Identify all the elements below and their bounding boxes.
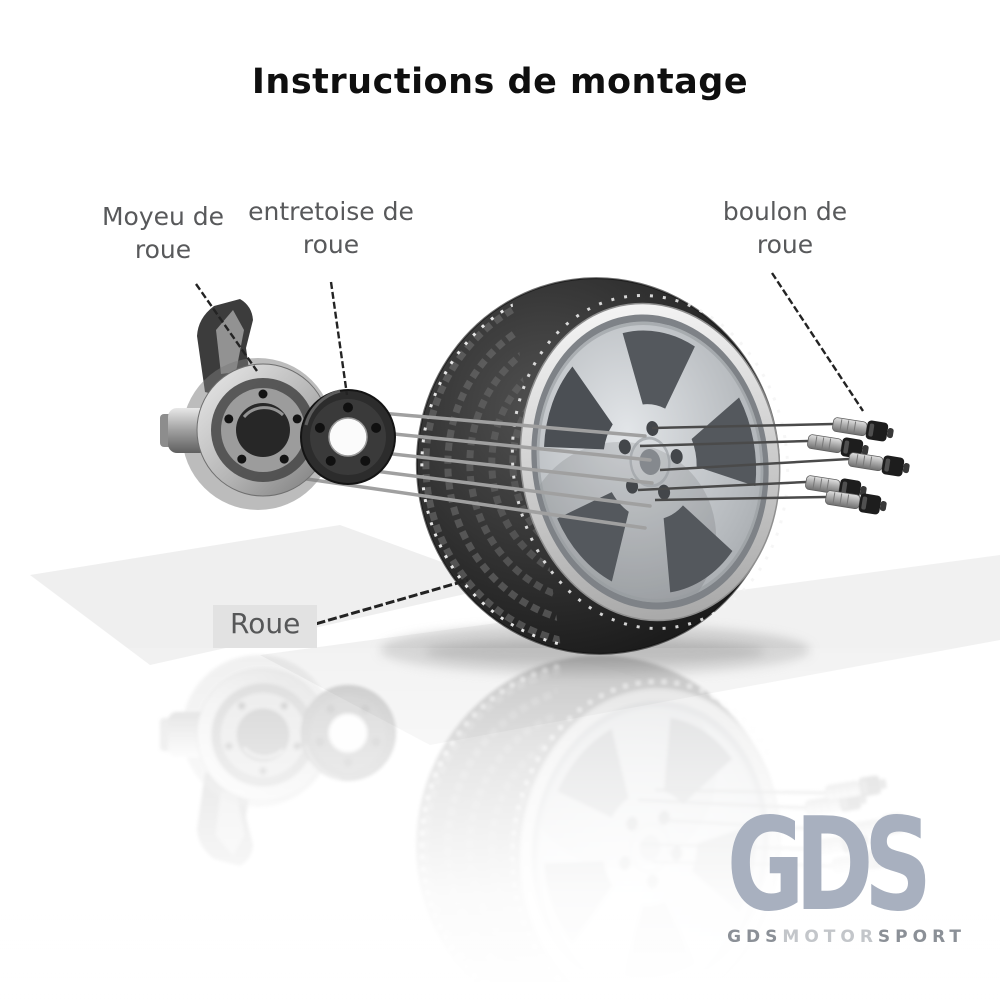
label-wheel-hub: Moyeu de roue <box>86 201 240 266</box>
leader-line-hub <box>195 283 258 372</box>
wheel-hub-illustration <box>158 297 336 512</box>
label-wheel-tag: Roue <box>213 605 318 648</box>
label-wheel-spacer-line1: entretoise de <box>248 197 414 226</box>
leader-line-bolt <box>770 272 865 412</box>
label-wheel-spacer-line2: roue <box>302 229 360 259</box>
wordmark-sport: SPORT <box>877 927 966 948</box>
leader-line-spacer <box>329 281 349 396</box>
wordmark-motor: MOTOR <box>782 927 878 948</box>
gds-logo-monogram: GDS <box>726 791 931 940</box>
label-wheel-spacer: entretoise de roue <box>242 196 420 261</box>
wordmark-gds: GDS <box>727 927 783 948</box>
gds-logo-wordmark: GDSMOTORSPORT <box>658 927 967 947</box>
label-wheel-bolt: boulon de roue <box>694 196 876 261</box>
leader-lines <box>195 272 865 629</box>
wheel-spacer-illustration <box>299 388 397 486</box>
reflection-fade <box>0 648 1000 1000</box>
page-title: Instructions de montage <box>251 62 749 102</box>
label-wheel-text: Roue <box>230 607 301 640</box>
label-wheel-bolt-line1: boulon de <box>722 197 848 226</box>
gds-logo: GDS GDSMOTORSPORT <box>658 791 967 947</box>
label-wheel-hub-line2: roue <box>134 234 192 264</box>
label-wheel-bolt-line2: roue <box>756 229 814 259</box>
label-wheel-hub-line1: Moyeu de <box>101 202 225 231</box>
leader-line-wheel <box>304 578 469 629</box>
